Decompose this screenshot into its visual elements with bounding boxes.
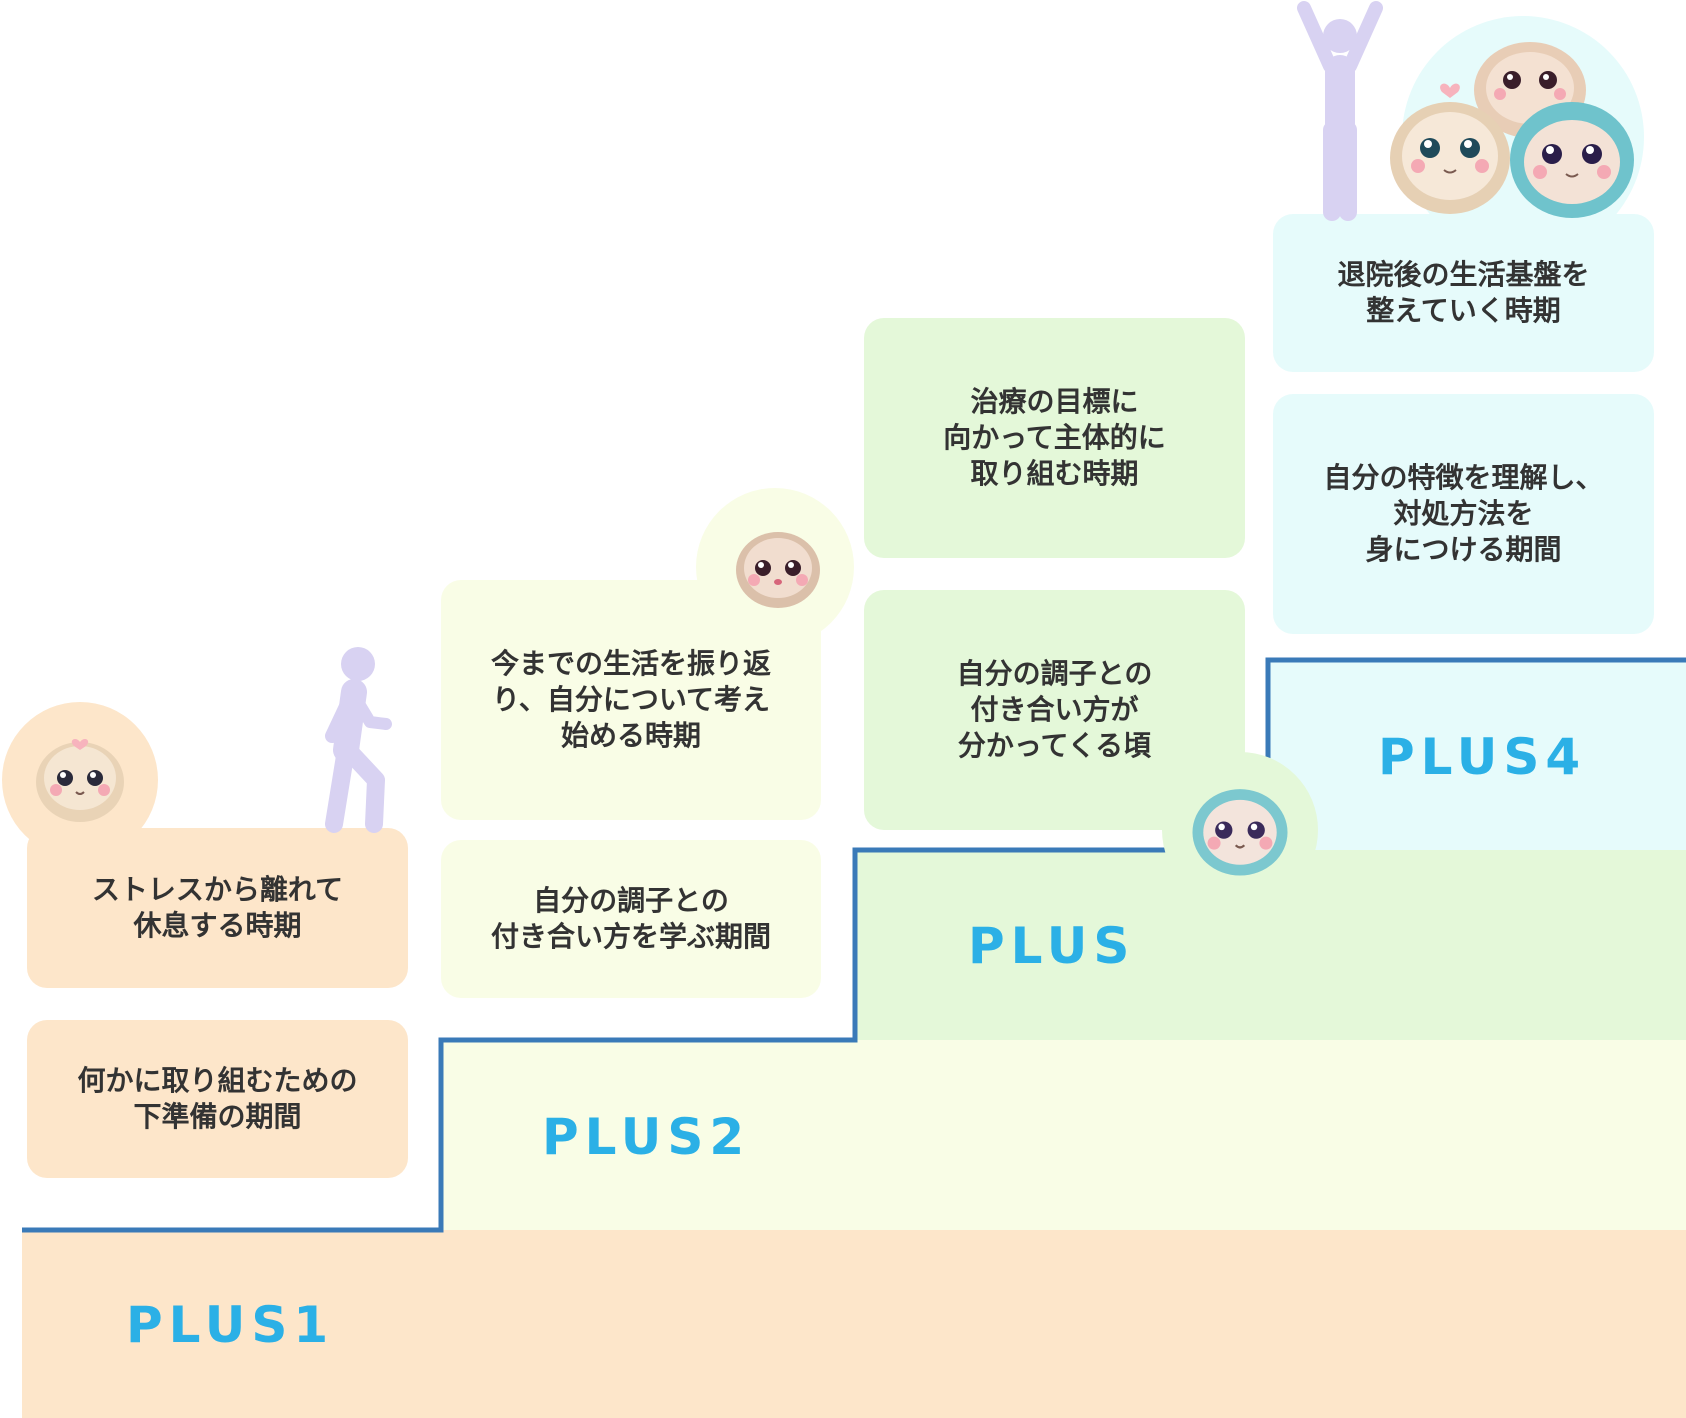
- phase-card-plus1-prepare: 何かに取り組むための 下準備の期間: [27, 1020, 408, 1178]
- phase-card-plus3-goal: 治療の目標に 向かって主体的に 取り組む時期: [864, 318, 1245, 558]
- mascot-beige-icon: [36, 739, 124, 822]
- phase-card-plus2-reflect: 今までの生活を振り返 り、自分について考え 始める時期: [441, 580, 821, 820]
- step-band-plus1: [22, 1230, 1686, 1418]
- phase-card-plus4-cope: 自分の特徴を理解し、 対処方法を 身につける期間: [1273, 394, 1654, 634]
- step-label-plus1: PLUS1: [126, 1296, 335, 1354]
- phase-card-plus1-rest: ストレスから離れて 休息する時期: [27, 828, 408, 988]
- cheering-person-icon: [1297, 1, 1383, 221]
- step-band-plus4: [1268, 660, 1686, 850]
- mascot-brown-icon: [736, 532, 820, 608]
- step-label-plus3: PLUS: [968, 917, 1136, 975]
- phase-card-plus3-understand: 自分の調子との 付き合い方が 分かってくる頃: [864, 590, 1245, 830]
- phase-card-plus4-foundation: 退院後の生活基盤を 整えていく時期: [1273, 214, 1654, 372]
- mascot-teal-icon: [1192, 789, 1288, 876]
- phase-card-plus2-learn: 自分の調子との 付き合い方を学ぶ期間: [441, 840, 821, 998]
- step-label-plus2: PLUS2: [542, 1108, 751, 1166]
- step-label-plus4: PLUS4: [1378, 728, 1587, 786]
- mascot-group-icon: [1390, 42, 1634, 218]
- walking-person-icon: [325, 647, 392, 833]
- step-band-plus2: [441, 1040, 1686, 1230]
